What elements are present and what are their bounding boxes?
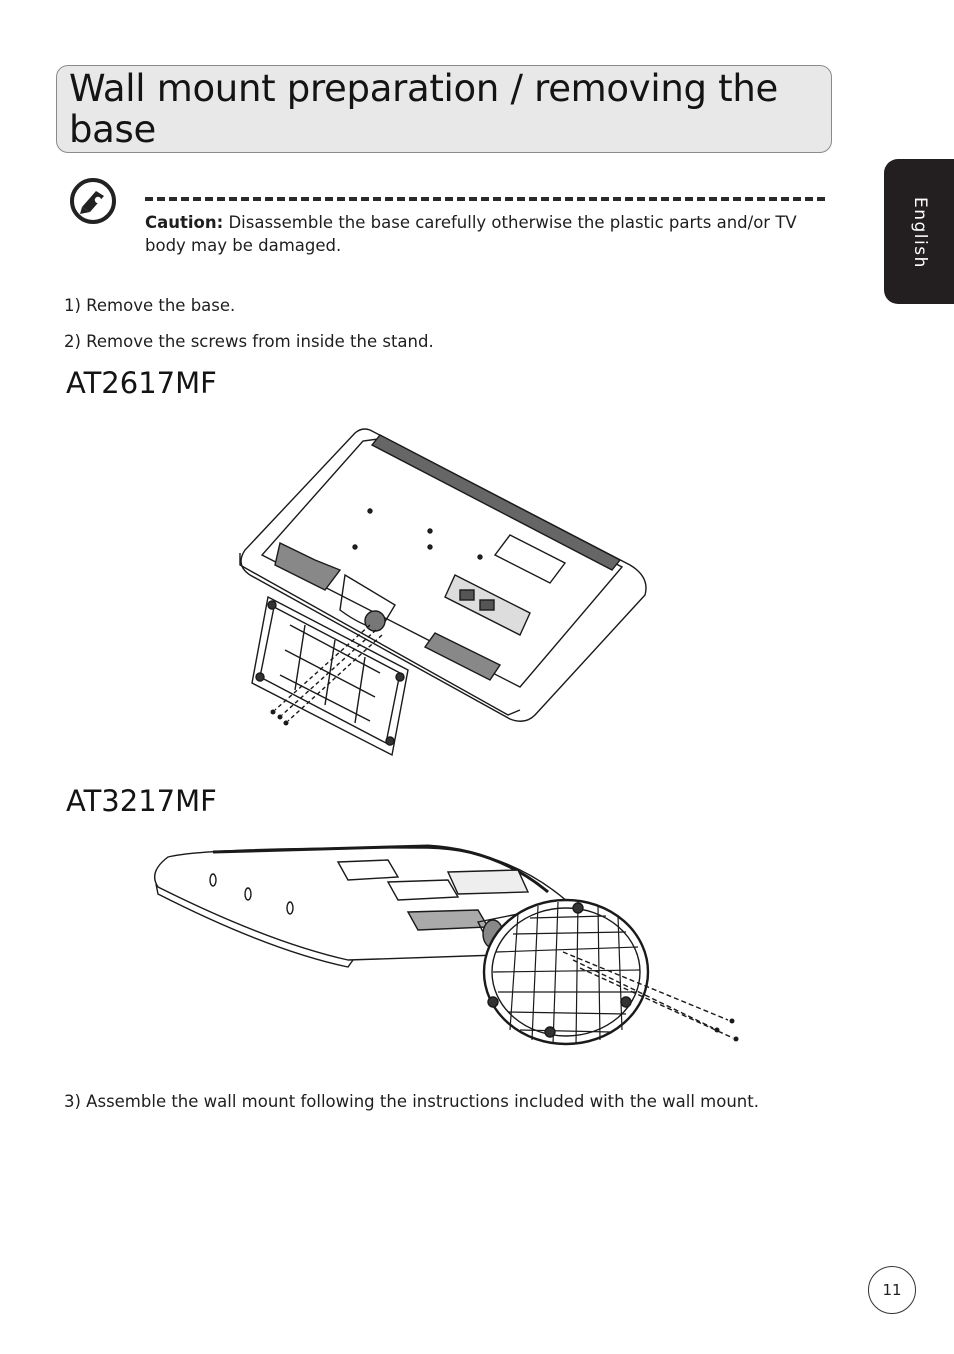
caution-note: Caution: Disassemble the base carefully … (145, 211, 825, 257)
step-1: 1) Remove the base. (64, 296, 236, 315)
at3217mf-illustration (154, 844, 739, 1046)
model-heading-1: AT2617MF (66, 366, 217, 400)
model-heading-2: AT3217MF (66, 784, 217, 818)
step-3: 3) Assemble the wall mount following the… (64, 1092, 759, 1111)
caution-divider (145, 197, 825, 201)
caution-note-icon (70, 178, 116, 224)
language-tab: English (884, 159, 954, 304)
language-tab-label: English (910, 197, 930, 269)
caution-label: Caution: (145, 213, 224, 232)
page-title: Wall mount preparation / removing the ba… (69, 67, 778, 151)
step-2: 2) Remove the screws from inside the sta… (64, 332, 434, 351)
caution-body: Disassemble the base carefully otherwise… (145, 213, 797, 255)
title-box: Wall mount preparation / removing the ba… (56, 65, 832, 153)
page-number: 11 (868, 1266, 916, 1314)
at2617mf-illustration (239, 428, 647, 757)
